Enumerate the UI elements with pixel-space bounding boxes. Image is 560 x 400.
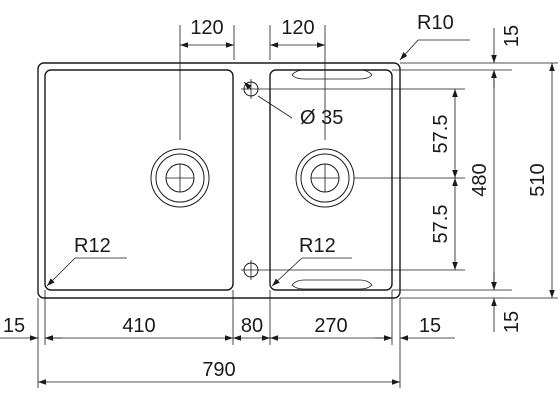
dim-label-r12-left: R12 bbox=[74, 235, 111, 257]
dim-hole-diameter: Ø 35 bbox=[243, 81, 343, 129]
right-bowl-bottom-ridge bbox=[291, 279, 373, 290]
dim-label-270: 270 bbox=[314, 315, 347, 337]
dim-r10: R10 bbox=[399, 12, 470, 61]
dim-upper-57-5: 57.5 bbox=[430, 89, 458, 178]
sink-outline bbox=[37, 62, 401, 299]
right-drain bbox=[295, 148, 355, 208]
dim-label-top-15: 15 bbox=[501, 25, 523, 47]
dim-top-right-15: 15 bbox=[491, 25, 523, 88]
dim-label-right-15: 15 bbox=[419, 315, 441, 337]
outer-rim bbox=[37, 62, 401, 299]
dim-bottom-right-15: 15 bbox=[491, 272, 523, 333]
dim-right-15: 15 bbox=[375, 315, 455, 341]
dim-label-480: 480 bbox=[469, 163, 491, 196]
dim-790: 790 bbox=[38, 359, 400, 385]
dim-480: 480 bbox=[469, 70, 497, 290]
dim-80: 80 bbox=[233, 315, 270, 341]
dim-label-790: 790 bbox=[202, 359, 235, 381]
dim-top-left-120: 120 bbox=[179, 17, 235, 140]
dim-label-upper-57-5: 57.5 bbox=[430, 115, 452, 154]
dim-label-diameter: Ø 35 bbox=[300, 107, 343, 129]
dim-270: 270 bbox=[270, 315, 392, 341]
dim-r12-right: R12 bbox=[271, 235, 352, 287]
dim-left-15: 15 bbox=[0, 315, 62, 341]
left-drain bbox=[150, 148, 210, 208]
dim-label-410: 410 bbox=[122, 315, 155, 337]
dim-label-top-left: 120 bbox=[190, 17, 223, 39]
dim-label-lower-57-5: 57.5 bbox=[430, 205, 452, 244]
dim-label-top-right: 120 bbox=[281, 17, 314, 39]
dim-label-80: 80 bbox=[241, 315, 263, 337]
left-bowl bbox=[44, 69, 234, 291]
tap-hole-bottom bbox=[241, 260, 261, 280]
dim-lower-57-5: 57.5 bbox=[430, 178, 458, 270]
dim-r12-left: R12 bbox=[46, 235, 127, 287]
dim-510: 510 bbox=[512, 62, 558, 299]
right-bowl-top-ridge bbox=[291, 69, 373, 80]
dim-label-r10: R10 bbox=[417, 12, 454, 34]
dim-label-bottom-15: 15 bbox=[501, 311, 523, 333]
dim-label-510: 510 bbox=[527, 163, 549, 196]
right-bowl bbox=[269, 69, 393, 291]
dim-label-r12-right: R12 bbox=[299, 235, 336, 257]
dim-top-right-120: 120 bbox=[269, 17, 326, 140]
dim-label-left-15: 15 bbox=[3, 315, 25, 337]
dim-410: 410 bbox=[45, 315, 233, 341]
